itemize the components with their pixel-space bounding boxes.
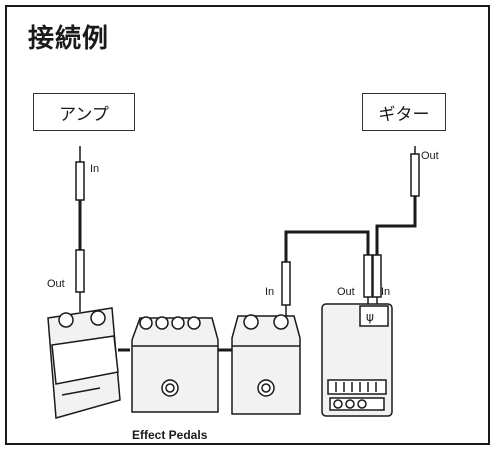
tuner-plugs	[363, 254, 382, 306]
amp-box: アンプ	[33, 93, 135, 131]
pedal-in-label: In	[265, 286, 275, 298]
plug-icon	[75, 161, 85, 201]
plug-icon	[75, 249, 85, 293]
pedal-3	[231, 314, 301, 415]
chain-out-label: Out	[47, 278, 65, 290]
pedal-1	[47, 307, 121, 419]
tuner-in-label: In	[381, 286, 391, 298]
amp-in-label: In	[90, 163, 100, 175]
tuner-out-label: Out	[337, 286, 355, 298]
tuner-pedal: ψ	[321, 303, 393, 417]
guitar-out-label: Out	[421, 150, 439, 162]
diagram-title: 接続例	[28, 24, 110, 54]
guitar-label: ギター	[378, 104, 430, 125]
plug-icon	[410, 153, 420, 197]
guitar-box: ギター	[362, 93, 446, 131]
amp-cable	[75, 146, 85, 312]
pedal-2	[131, 316, 219, 413]
effect-pedals-caption: Effect Pedals	[132, 428, 208, 442]
plug-icon	[363, 254, 373, 298]
tuner-to-pedal-cable	[281, 230, 370, 316]
amp-label: アンプ	[59, 104, 109, 125]
plug-icon	[281, 261, 291, 306]
svg-text:ψ: ψ	[366, 310, 374, 324]
plug-icon	[372, 254, 382, 298]
guitar-cable	[375, 146, 420, 255]
